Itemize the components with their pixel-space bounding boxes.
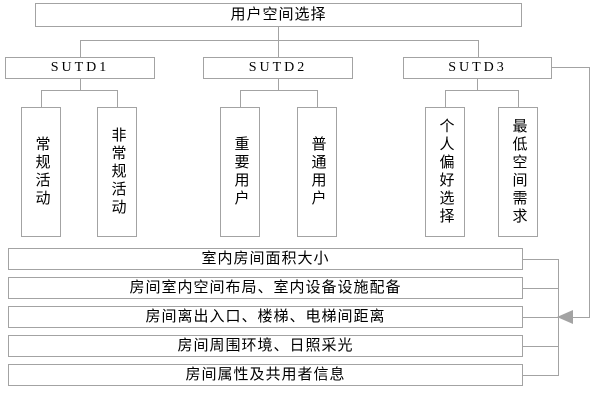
node-sutd3-label: SUTD3 [448, 60, 507, 75]
node-sutd2: SUTD2 [203, 57, 353, 79]
criteria-bar-room-area: 室内房间面积大小 [8, 248, 523, 270]
criteria-label: 房间离出入口、楼梯、电梯间距离 [145, 308, 386, 325]
criteria-bar-layout-facilities: 房间室内空间布局、室内设备设施配备 [8, 277, 523, 299]
criteria-bar-environment-daylight: 房间周围环境、日照采光 [8, 335, 523, 357]
connector-line [523, 346, 558, 347]
connector-line [117, 90, 118, 107]
connector-line [523, 375, 558, 376]
connector-line [445, 90, 519, 91]
connector-line [240, 90, 318, 91]
connector-line [41, 90, 118, 91]
criteria-label: 房间室内空间布局、室内设备设施配备 [129, 279, 402, 296]
leaf-label: 非常规活动 [109, 127, 126, 217]
node-sutd3: SUTD3 [403, 57, 552, 79]
criteria-label: 室内房间面积大小 [201, 250, 330, 267]
root-node-user-space-selection: 用户空间选择 [35, 3, 522, 27]
connector-line [552, 67, 589, 68]
connector-line [278, 79, 279, 90]
connector-line [518, 90, 519, 107]
connector-line [589, 67, 590, 318]
leaf-minimum-space-demand: 最低空间需求 [498, 107, 538, 237]
leaf-label: 最低空间需求 [510, 118, 527, 226]
criteria-label: 房间周围环境、日照采光 [177, 337, 354, 354]
leaf-ordinary-users: 普通用户 [297, 107, 337, 237]
leaf-personal-preference: 个人偏好选择 [425, 107, 465, 237]
connector-line [523, 317, 558, 318]
connector-line [478, 40, 479, 57]
leaf-label: 重要用户 [232, 136, 249, 208]
node-sutd2-label: SUTD2 [248, 60, 308, 75]
connector-line [80, 40, 81, 57]
node-sutd1-label: SUTD1 [50, 60, 110, 75]
connector-line [80, 79, 81, 90]
connector-line [477, 79, 478, 90]
leaf-label: 普通用户 [309, 136, 326, 208]
leaf-important-users: 重要用户 [220, 107, 260, 237]
leaf-regular-activities: 常规活动 [21, 107, 61, 237]
leaf-label: 常规活动 [33, 136, 50, 208]
connector-line [278, 27, 279, 40]
connector-line [240, 90, 241, 107]
criteria-label: 房间属性及共用者信息 [185, 366, 346, 383]
connector-line [41, 90, 42, 107]
node-sutd1: SUTD1 [5, 57, 155, 79]
criteria-bar-distance: 房间离出入口、楼梯、电梯间距离 [8, 306, 523, 328]
connector-line [278, 40, 279, 57]
root-node-label: 用户空间选择 [230, 6, 327, 23]
criteria-bar-attributes-sharers: 房间属性及共用者信息 [8, 364, 523, 386]
connector-line [80, 40, 479, 41]
leaf-label: 个人偏好选择 [437, 118, 454, 226]
connector-line [571, 317, 589, 318]
leaf-non-regular-activities: 非常规活动 [97, 107, 137, 237]
arrow-left-icon [557, 310, 573, 324]
connector-line [523, 288, 558, 289]
connector-line [317, 90, 318, 107]
connector-line [445, 90, 446, 107]
connector-line [523, 259, 558, 260]
